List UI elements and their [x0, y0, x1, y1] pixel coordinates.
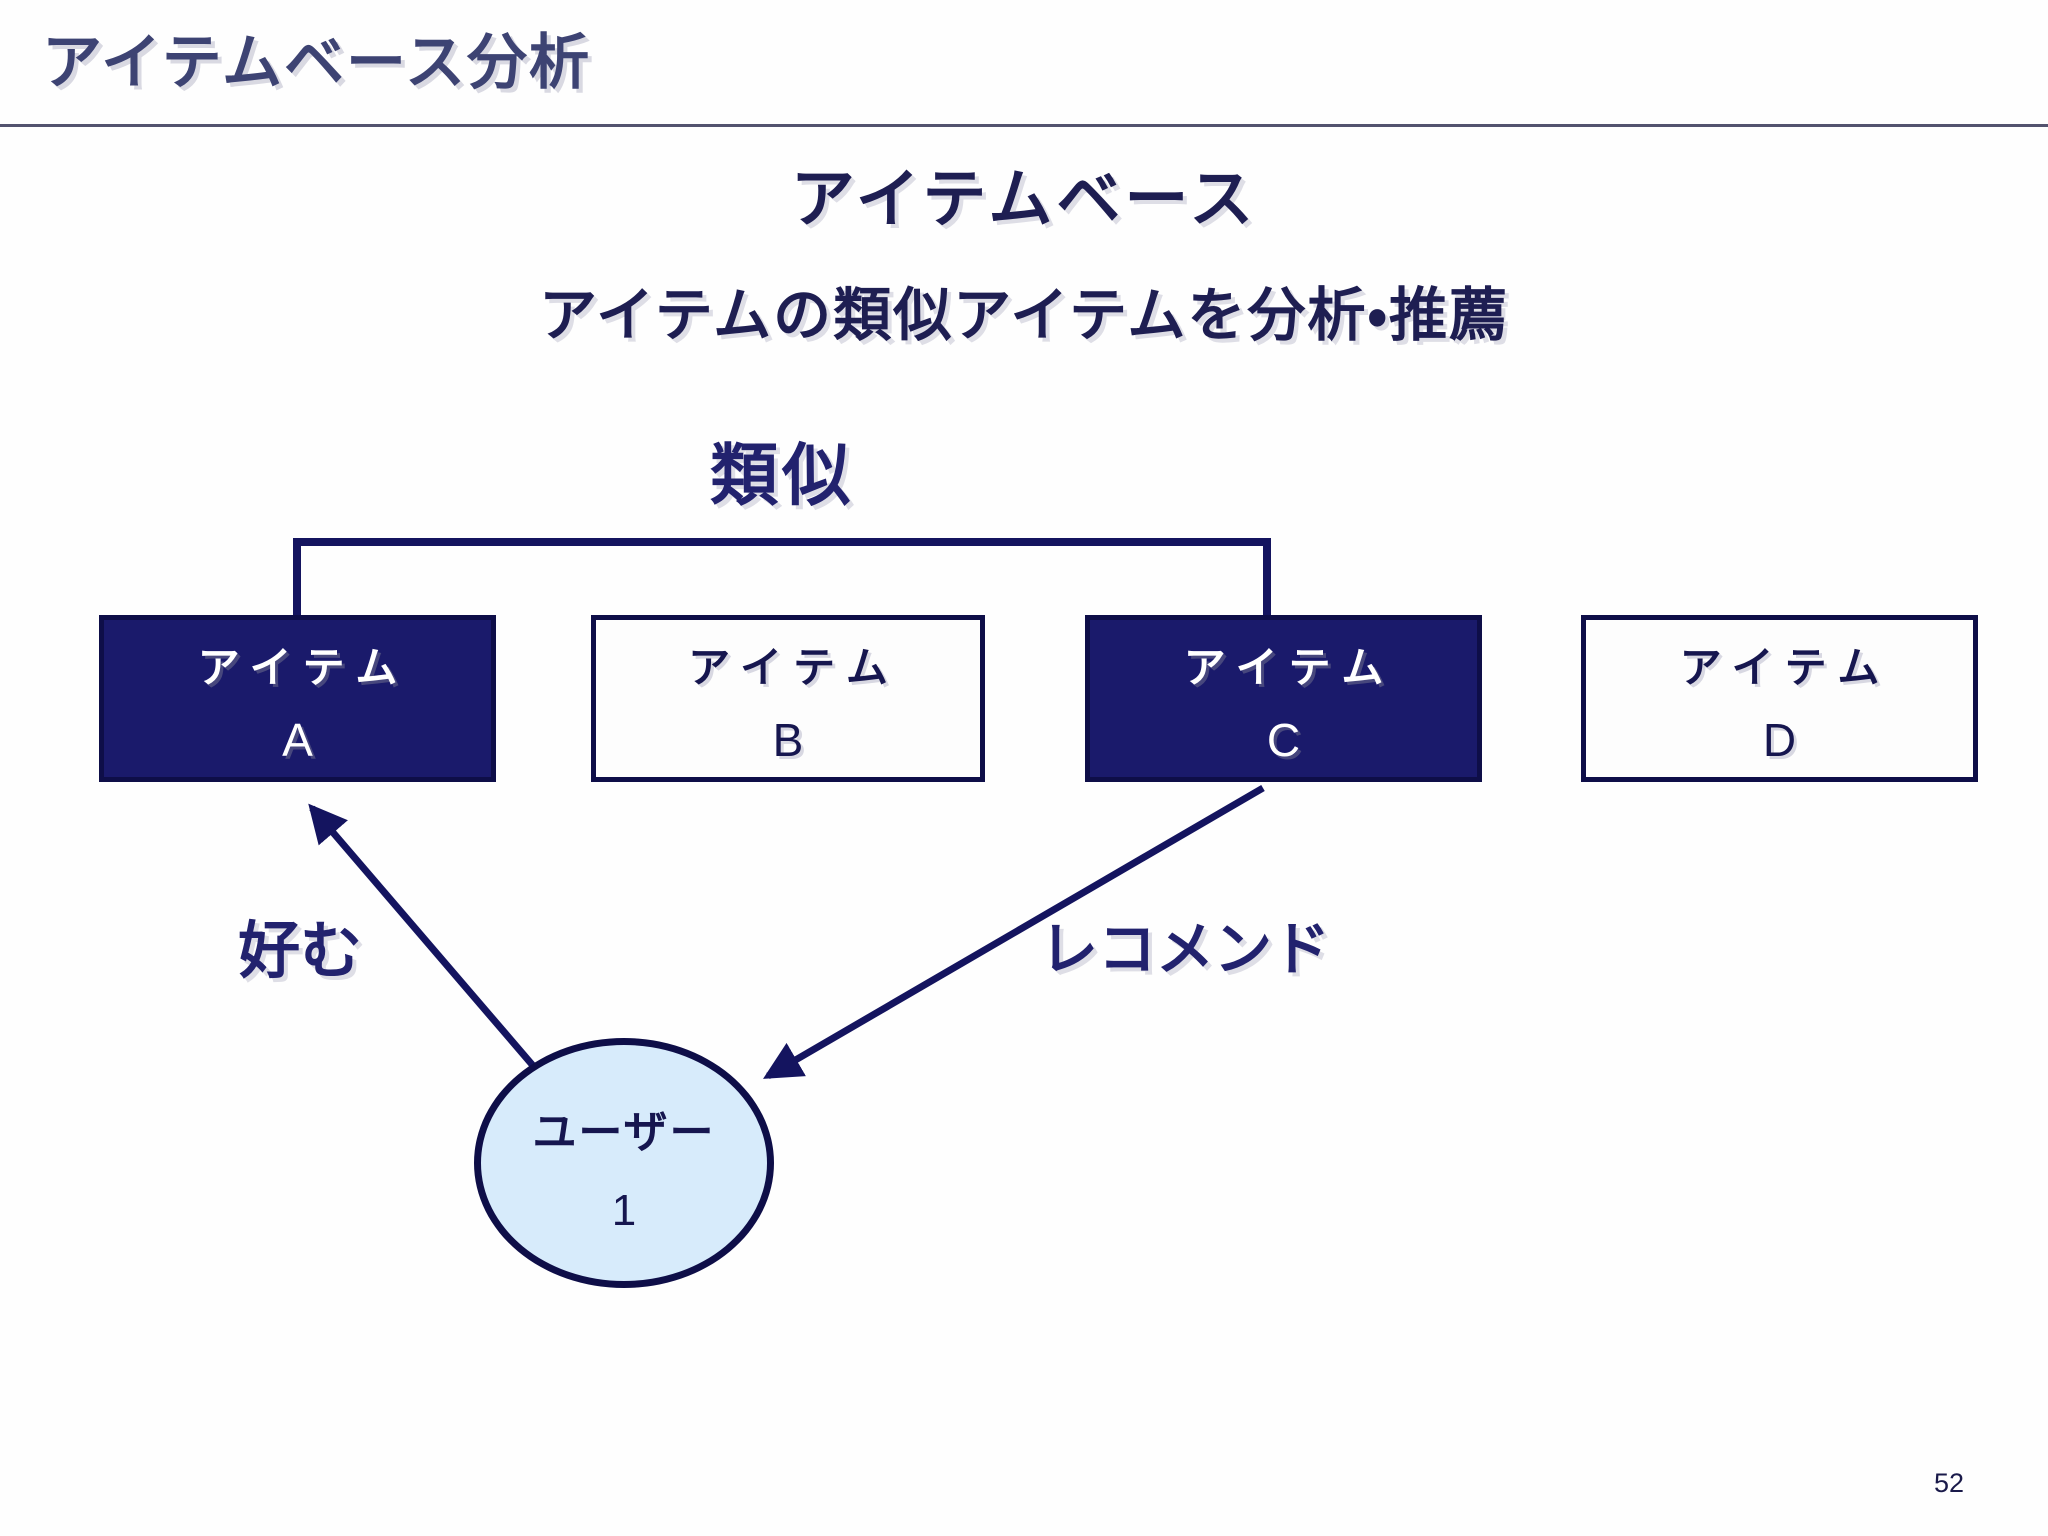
- item-box-d: アイテム D: [1581, 615, 1978, 782]
- item-d-label: アイテム: [1679, 644, 1892, 691]
- item-box-b: アイテム B: [591, 615, 985, 782]
- item-box-a: アイテム A: [99, 615, 496, 782]
- item-c-label: アイテム: [1183, 644, 1396, 691]
- similar-label: 類似: [709, 438, 854, 514]
- diagram-title: アイテムベース: [790, 163, 1258, 235]
- header-divider-line: [0, 124, 2048, 127]
- item-c-letter: C: [1266, 714, 1301, 766]
- like-label: 好む: [237, 917, 362, 986]
- item-b-letter: B: [772, 714, 804, 766]
- slide-header-title: アイテムベース分析: [42, 29, 591, 96]
- item-box-c: アイテム C: [1085, 615, 1482, 782]
- user-node: ユーザー 1: [474, 1038, 774, 1288]
- recommend-label: レコメンド: [1040, 917, 1331, 982]
- similarity-bracket: [293, 538, 1271, 618]
- item-b-label: アイテム: [688, 644, 900, 691]
- item-a-label: アイテム: [197, 644, 410, 691]
- user-node-label: ユーザー: [532, 1108, 716, 1157]
- item-d-letter: D: [1762, 714, 1797, 766]
- diagram-subtitle: アイテムの類似アイテムを分析・推薦: [538, 283, 1510, 348]
- user-node-id: 1: [611, 1186, 637, 1235]
- item-a-letter: A: [282, 714, 313, 766]
- page-number: 52: [1933, 1468, 1964, 1498]
